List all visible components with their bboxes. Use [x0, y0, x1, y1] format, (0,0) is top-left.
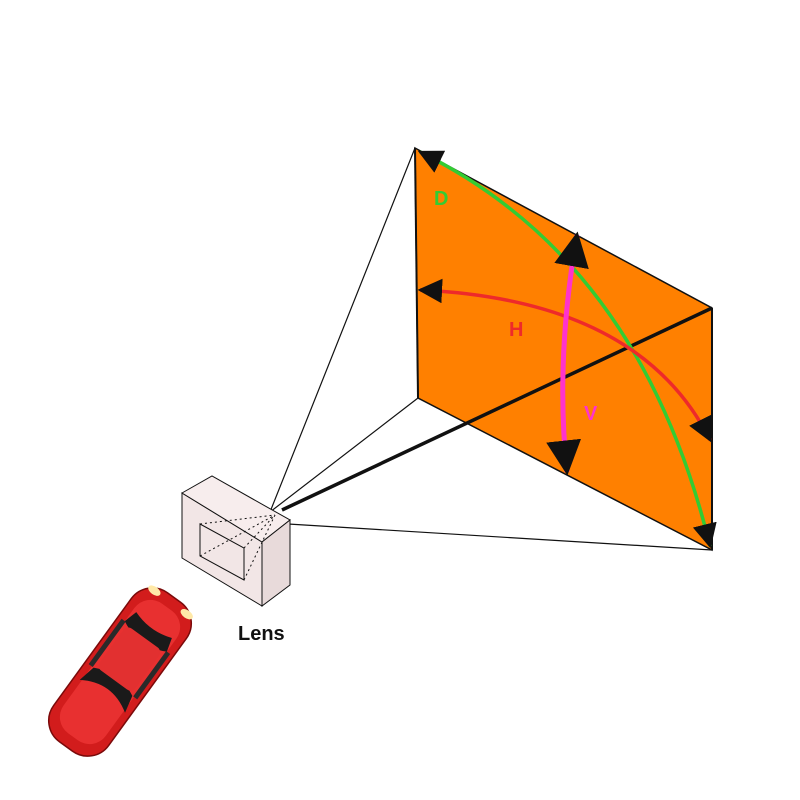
vertical-label: V [584, 403, 598, 425]
lens-label: Lens [238, 623, 285, 645]
camera-box-icon [181, 475, 291, 607]
red-car-icon [47, 585, 193, 757]
horizontal-fov-arc [417, 278, 712, 443]
horizontal-label: H [509, 319, 523, 341]
diagonal-label: D [434, 188, 448, 210]
vertical-fov-arc [546, 231, 589, 476]
